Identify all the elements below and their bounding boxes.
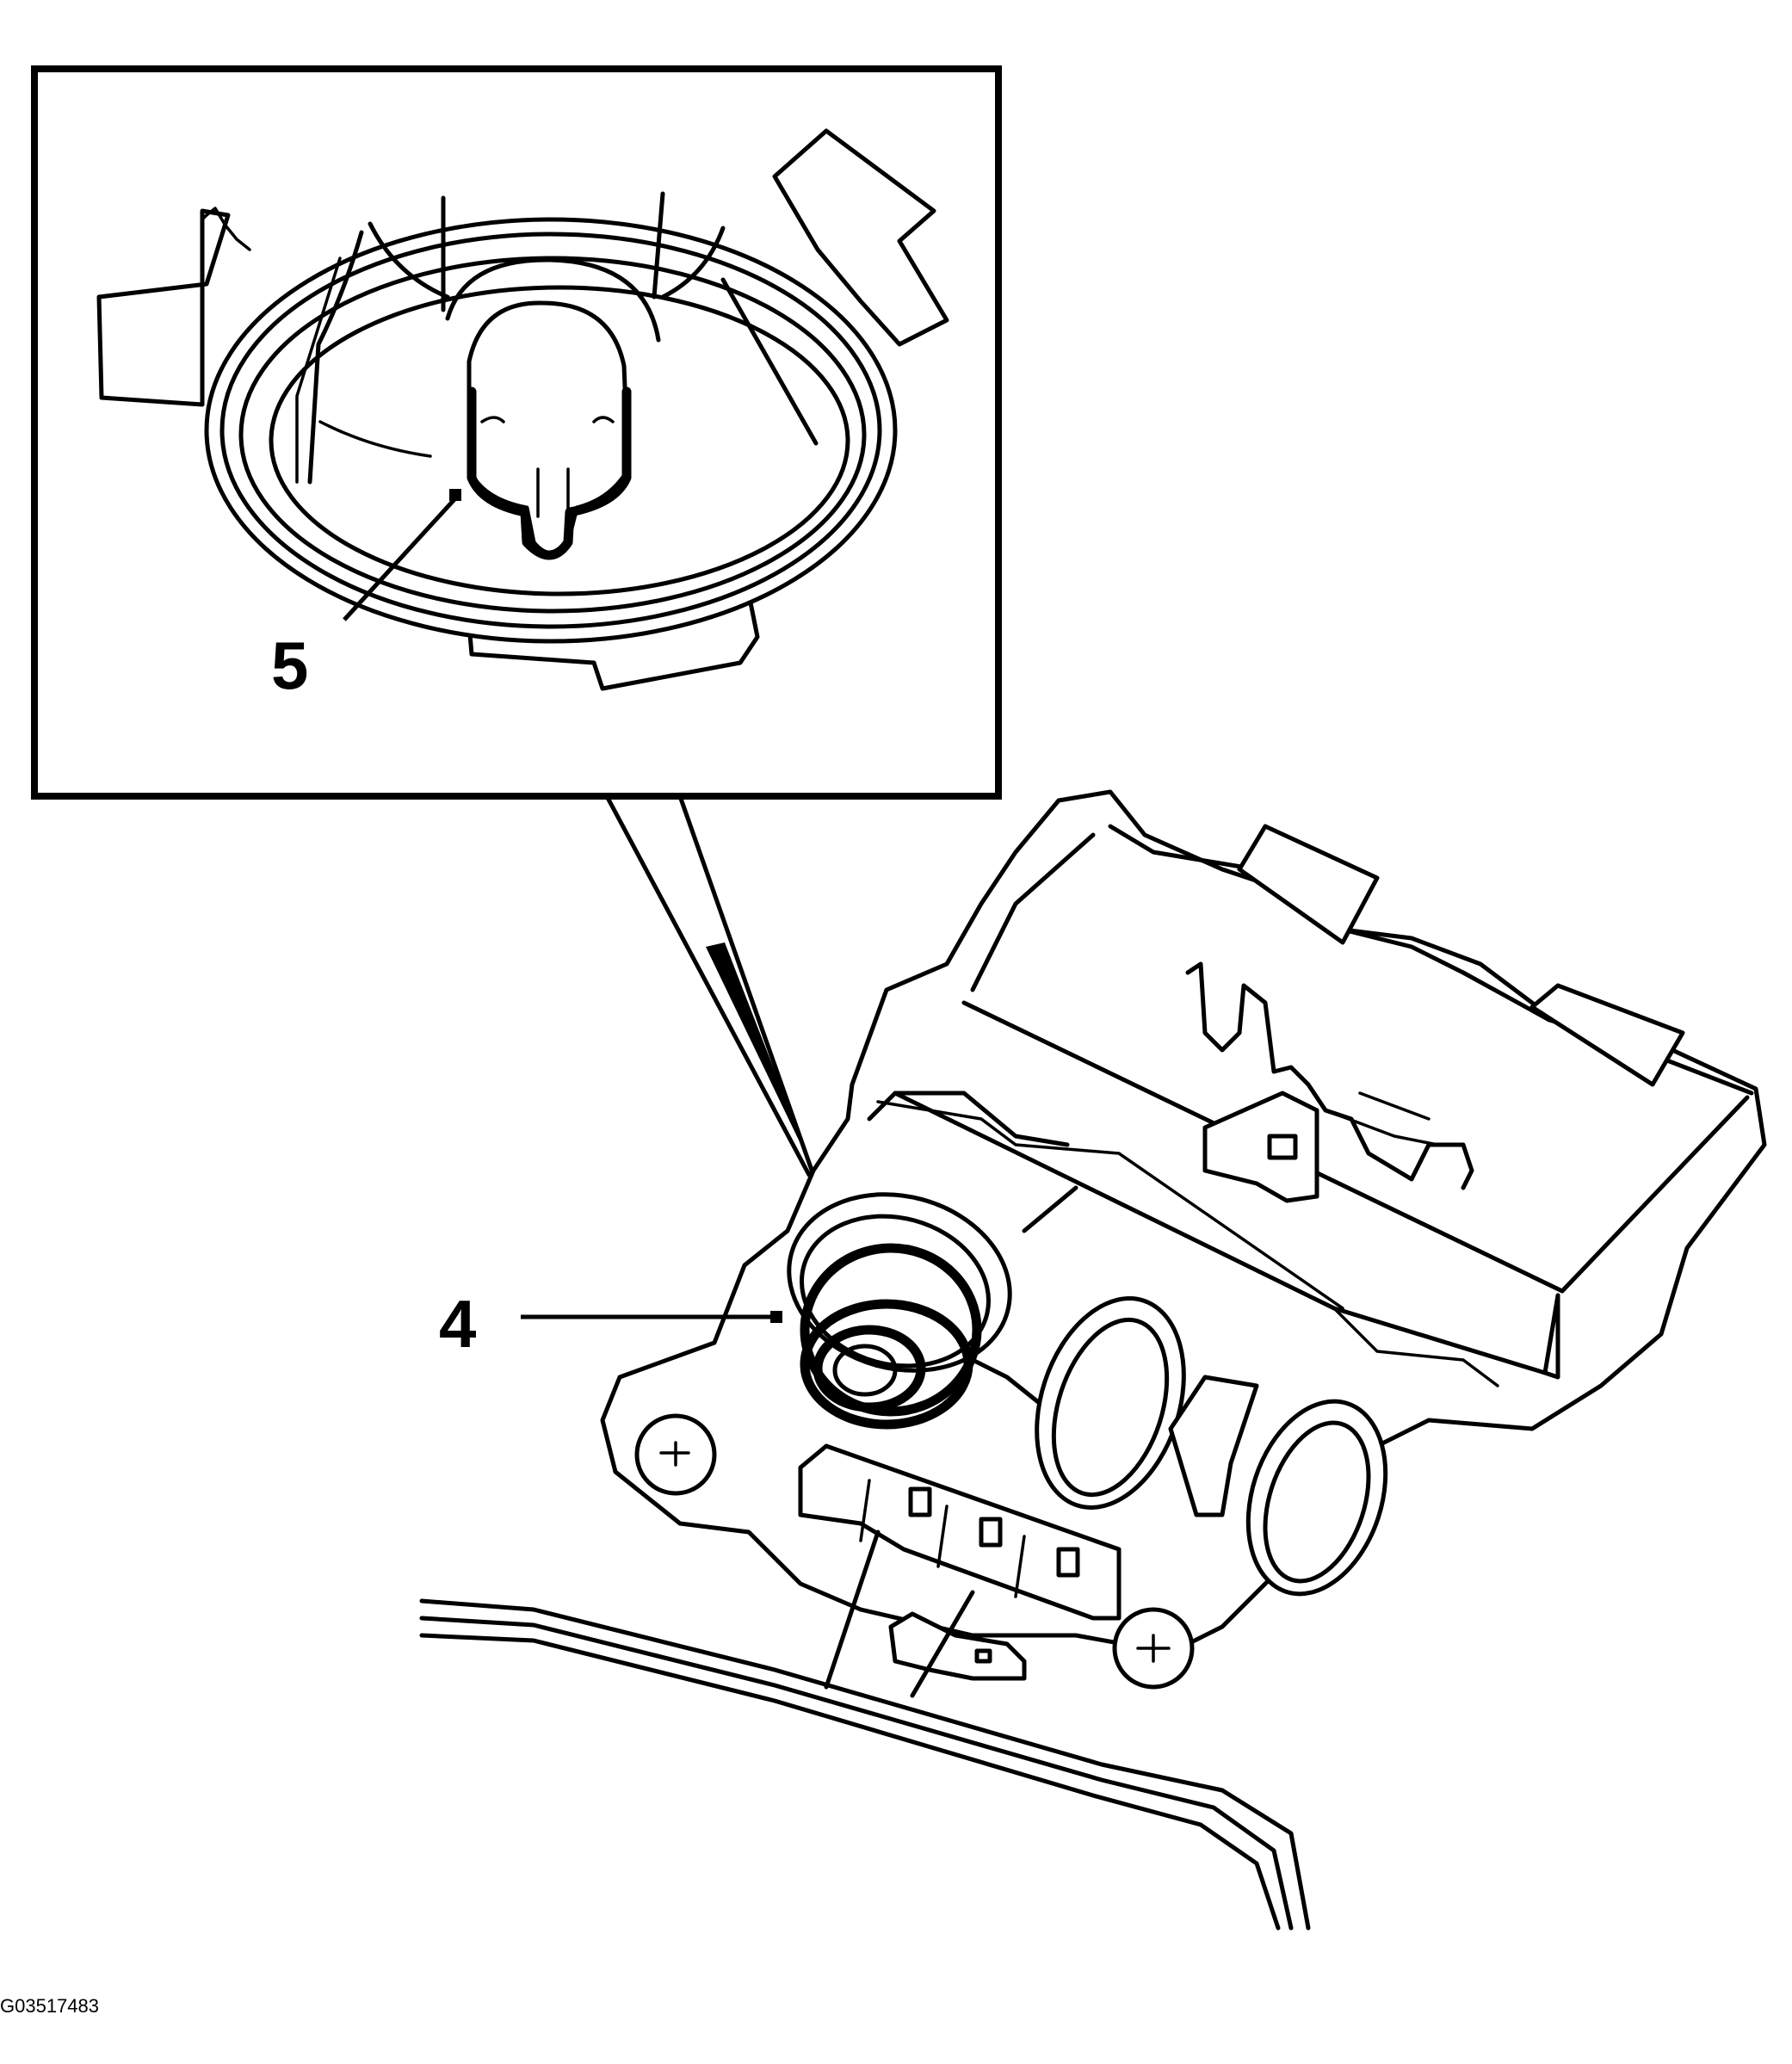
holder-clip-body	[1202, 1091, 1319, 1203]
lamp-socket-bayonet	[800, 1243, 982, 1417]
lamp-opening-2-inner	[1263, 1420, 1371, 1584]
leader-dot-5	[449, 489, 461, 501]
holder-spring	[1324, 1091, 1439, 1146]
socket-inner-wall-right	[720, 277, 819, 446]
body-edge-line-2	[419, 1616, 1294, 1931]
inset-pointer-outline	[604, 794, 816, 1177]
socket-inner-wall-top-left	[368, 221, 450, 300]
body-edge-line-3	[419, 1633, 1281, 1931]
lamp-socket-inner	[813, 1325, 926, 1412]
vehicle-body-edge	[419, 1598, 1311, 1931]
callout-4-label: 4	[439, 1286, 476, 1362]
housing-outer-outline	[600, 789, 1767, 1655]
lamp-opening-1-inner	[1051, 1317, 1170, 1498]
socket-rim-4	[269, 285, 850, 596]
lamp-socket-core	[832, 1344, 898, 1397]
leader-dot-4	[770, 1311, 782, 1323]
lamp-socket-side	[970, 1185, 1078, 1414]
bulb-detail	[480, 416, 615, 423]
socket-inner-bulb-ring	[445, 257, 661, 343]
lamp-opening-divider	[1168, 1375, 1259, 1517]
socket-tab-left	[96, 208, 231, 407]
socket-inner-wall-top-right	[652, 191, 665, 300]
housing-top-tab-2	[1529, 983, 1685, 1087]
socket-inner-wall-left-2	[295, 256, 342, 484]
housing-long-face-lower	[893, 1091, 1560, 1375]
plug-pin	[974, 1648, 992, 1664]
leader-line-5	[343, 496, 458, 621]
callout-5-label: 5	[271, 627, 308, 703]
housing-long-face	[961, 1000, 1750, 1294]
housing-side-face	[1542, 1293, 1560, 1380]
callout-4-group: 4	[439, 1286, 782, 1362]
bulb-filament	[536, 467, 570, 518]
figure-id: G03517483	[0, 1995, 99, 2017]
connector-pin-2	[979, 1517, 1003, 1548]
lamp-socket-bayonet-2	[800, 1299, 973, 1430]
connector-block	[798, 1443, 1122, 1621]
socket-tab-right	[772, 128, 949, 347]
inset-detail-view: 5	[31, 65, 1002, 800]
mounting-screw-right-head	[1136, 1634, 1171, 1663]
socket-inner-curve-left	[318, 420, 432, 458]
housing-ledge	[876, 1100, 1344, 1310]
connector-pin-3	[1056, 1547, 1080, 1578]
connector-dividers	[859, 1479, 1026, 1598]
socket-inner-curve-right	[660, 226, 726, 300]
body-edge-line-1	[419, 1598, 1311, 1931]
housing-ledge-2	[1332, 1307, 1499, 1387]
socket-tab-upper-left	[201, 207, 251, 251]
mounting-screw-left-head	[659, 1441, 690, 1467]
connector-wire	[824, 1529, 975, 1698]
inset-pointer	[604, 794, 816, 1177]
holder-clip-tab	[1267, 1134, 1298, 1160]
socket-inner-wall-left	[307, 230, 364, 485]
housing-top-edge	[970, 832, 1096, 992]
headlamp-housing	[600, 789, 1767, 1698]
lamp-socket-ring	[799, 1214, 992, 1369]
inset-pointer-tip	[706, 942, 813, 1171]
bulb-base-outline	[467, 386, 632, 560]
connector-pin-1	[908, 1486, 932, 1517]
socket-rim-2	[219, 232, 882, 629]
housing-top-tab-1	[1237, 824, 1380, 945]
